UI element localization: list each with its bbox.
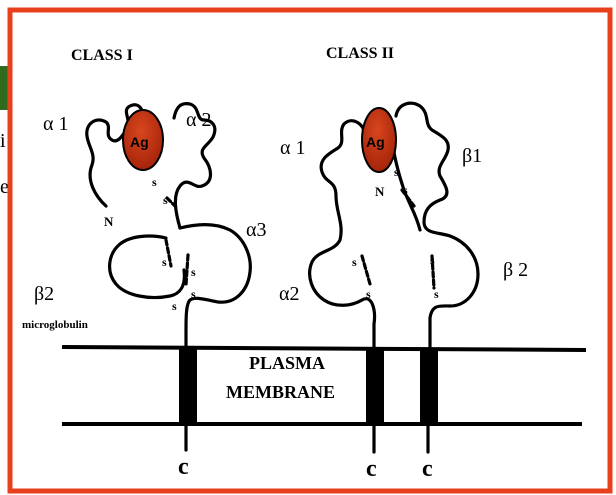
class2-alpha-transmembrane [366, 348, 384, 425]
class1-title: CLASS I [71, 47, 133, 64]
class1-transmembrane [179, 347, 197, 425]
class1-disulfide-s: s [152, 175, 157, 189]
class1-alpha1-label: α 1 [43, 113, 68, 135]
class1-alpha2-label: α 2 [186, 109, 211, 131]
class2-beta1-label: β1 [462, 145, 482, 167]
class1-beta2-sublabel: microglobulin [22, 319, 88, 331]
class2-disulfide-s: s [403, 183, 408, 197]
class2-disulfide-s: s [434, 287, 439, 301]
class1-antigen-label: Ag [130, 134, 149, 150]
class2-disulfide-s: s [430, 253, 435, 267]
class1-disulfide-s: s [162, 255, 167, 269]
class2-alpha1-label: α 1 [280, 137, 305, 159]
class2-beta2-label: β 2 [503, 259, 528, 281]
class2-beta-c-terminus: c [422, 456, 433, 482]
class1-n-terminus: N [104, 214, 114, 229]
class1-disulfide-s: s [172, 299, 177, 313]
class1-disulfide-s: s [191, 265, 196, 279]
membrane-label-line2: MEMBRANE [226, 382, 335, 402]
membrane-label-line1: PLASMA [249, 353, 325, 373]
class2-title: CLASS II [326, 45, 394, 62]
class1-c-terminus: c [178, 454, 189, 480]
class2-alpha2-label: α2 [279, 283, 299, 305]
class1-disulfide-s: s [191, 287, 196, 301]
class2-beta-transmembrane [420, 349, 438, 425]
class1-beta2-label: β2 [34, 283, 54, 305]
class2-disulfide-s: s [366, 287, 371, 301]
class1-disulfide-s: s [163, 193, 168, 207]
diagram-panel [12, 12, 610, 489]
class2-n-terminus: N [375, 184, 385, 199]
class2-alpha-c-terminus: c [366, 456, 377, 482]
class2-antigen-label: Ag [366, 134, 385, 150]
class1-alpha3-label: α3 [246, 219, 266, 241]
class2-disulfide-s: s [394, 165, 399, 179]
class2-disulfide-s: s [352, 255, 357, 269]
